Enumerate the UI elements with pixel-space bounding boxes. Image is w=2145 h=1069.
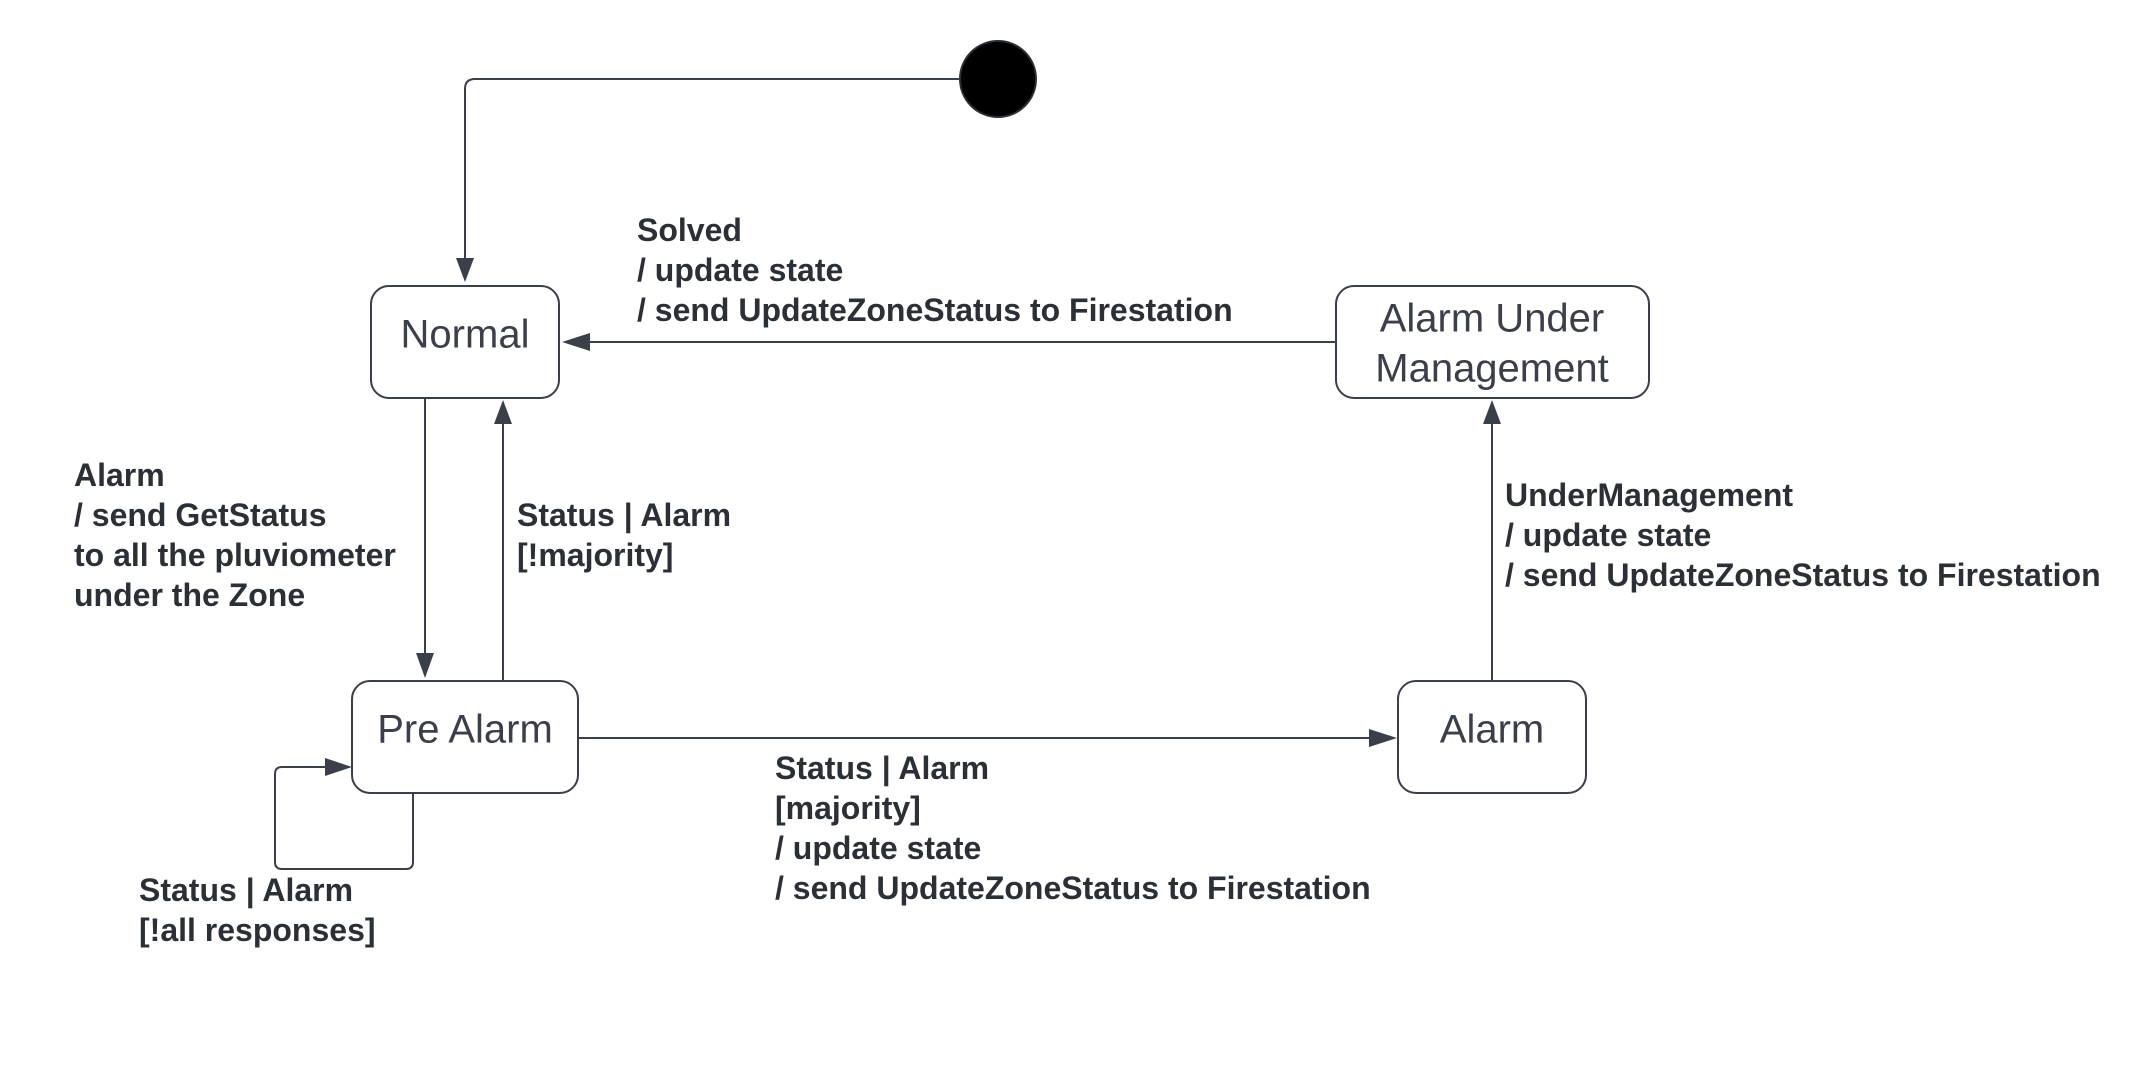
solved-arrowhead (562, 333, 590, 351)
state-alarm-under-management-label-line-1: Alarm Under (1380, 297, 1605, 341)
state-normal-label: Normal (401, 313, 530, 357)
pre-alarm-self-loop-arrowhead (325, 758, 352, 776)
pre-alarm-to-alarm-label-line-1: Status | Alarm (775, 750, 989, 786)
pre-alarm-to-alarm-label-line-4: / send UpdateZoneStatus to Firestation (775, 870, 1371, 906)
pre-alarm-self-loop-edge (274, 766, 414, 870)
pre-alarm-to-normal-label: Status | Alarm [!majority] (517, 497, 731, 573)
normal-to-pre-alarm-label: Alarm / send GetStatus to all the pluvio… (74, 457, 396, 613)
state-alarm-under-management-box (1335, 285, 1650, 399)
pre-alarm-to-normal-arrowhead (494, 400, 512, 424)
state-pre-alarm[interactable]: Pre Alarm (351, 680, 579, 794)
normal-to-pre-alarm-label-line-3: to all the pluviometer (74, 537, 396, 573)
pre-alarm-to-alarm-label-line-3: / update state (775, 830, 981, 866)
normal-to-pre-alarm-label-line-2: / send GetStatus (74, 497, 327, 533)
solved-label-line-1: Solved (637, 212, 742, 248)
under-management-label-line-1: UnderManagement (1505, 477, 1793, 513)
state-alarm[interactable]: Alarm (1397, 680, 1587, 794)
state-pre-alarm-box (351, 680, 579, 794)
pre-alarm-to-normal-label-line-2: [!majority] (517, 537, 673, 573)
initial-state-node (959, 40, 1037, 118)
normal-to-pre-alarm-label-line-1: Alarm (74, 457, 165, 493)
pre-alarm-self-loop-label: Status | Alarm [!all responses] (139, 872, 376, 948)
pre-alarm-to-alarm-label: Status | Alarm [majority] / update state… (775, 750, 1371, 906)
state-normal[interactable]: Normal (370, 285, 560, 399)
initial-to-normal-edge (464, 78, 960, 262)
solved-transition-label: Solved / update state / send UpdateZoneS… (637, 212, 1233, 328)
under-management-arrowhead (1483, 400, 1501, 424)
state-alarm-label: Alarm (1440, 708, 1544, 752)
state-alarm-under-management[interactable]: Alarm Under Management (1335, 285, 1650, 399)
pre-alarm-to-alarm-label-line-2: [majority] (775, 790, 921, 826)
state-pre-alarm-label: Pre Alarm (377, 708, 553, 752)
solved-label-line-2: / update state (637, 252, 843, 288)
solved-label-line-3: / send UpdateZoneStatus to Firestation (637, 292, 1233, 328)
pre-alarm-self-loop-label-line-2: [!all responses] (139, 912, 376, 948)
state-alarm-under-management-label-line-2: Management (1375, 347, 1608, 391)
normal-to-pre-alarm-arrowhead (416, 653, 434, 678)
pre-alarm-to-alarm-arrowhead (1369, 729, 1397, 747)
pre-alarm-self-loop-label-line-1: Status | Alarm (139, 872, 353, 908)
under-management-label-line-2: / update state (1505, 517, 1711, 553)
state-alarm-box (1397, 680, 1587, 794)
pre-alarm-to-normal-label-line-1: Status | Alarm (517, 497, 731, 533)
under-management-label-line-3: / send UpdateZoneStatus to Firestation (1505, 557, 2101, 593)
state-normal-box (370, 285, 560, 399)
initial-to-normal-arrowhead (456, 258, 474, 282)
normal-to-pre-alarm-label-line-4: under the Zone (74, 577, 305, 613)
under-management-transition-label: UnderManagement / update state / send Up… (1505, 477, 2101, 593)
